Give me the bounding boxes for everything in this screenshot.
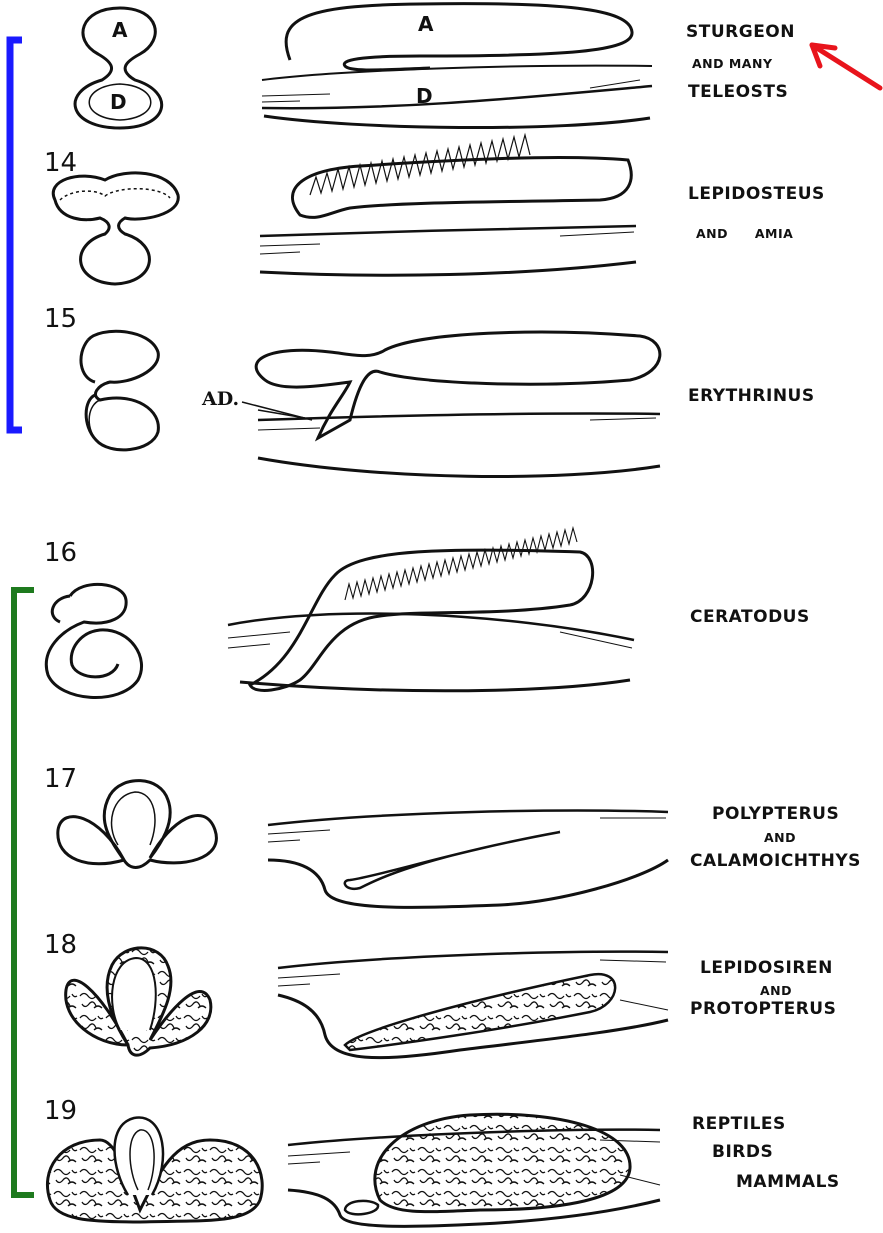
label-d-long: D xyxy=(416,84,433,108)
label-protopterus: PROTOPTERUS xyxy=(690,999,836,1019)
cross-section-ceratodus xyxy=(46,584,141,697)
label-polypterus: POLYPTERUS xyxy=(712,804,839,824)
label-ad: AD. xyxy=(202,388,239,410)
cross-section-lepidosteus xyxy=(53,173,178,284)
figure-number-15: 15 xyxy=(44,304,77,334)
label-erythrinus: ERYTHRINUS xyxy=(688,386,815,406)
cross-section-lepidosiren xyxy=(66,948,211,1055)
label-birds: BIRDS xyxy=(712,1142,773,1162)
label-ceratodus: CERATODUS xyxy=(690,607,810,627)
figure-number-17: 17 xyxy=(44,764,77,794)
label-and-amia: AND AMIA xyxy=(696,226,793,241)
longitudinal-ceratodus xyxy=(228,528,634,691)
cross-section-erythrinus xyxy=(81,331,158,450)
label-lepidosteus: LEPIDOSTEUS xyxy=(688,184,825,204)
label-and-polypterus: AND xyxy=(764,830,796,845)
longitudinal-lepidosiren xyxy=(278,952,668,1058)
label-and-many: AND MANY xyxy=(692,56,773,71)
figure-number-14: 14 xyxy=(44,148,77,178)
figure-number-18: 18 xyxy=(44,930,77,960)
label-teleosts: TELEOSTS xyxy=(688,82,788,102)
figure-number-16: 16 xyxy=(44,538,77,568)
green-bracket xyxy=(14,590,34,1195)
figure-number-19: 19 xyxy=(44,1096,77,1126)
blue-bracket xyxy=(10,40,22,430)
longitudinal-mammal xyxy=(288,1114,660,1226)
label-d-cross: D xyxy=(110,90,127,114)
label-mammals: MAMMALS xyxy=(736,1172,840,1192)
cross-section-polypterus xyxy=(58,781,217,868)
label-calamoichthys: CALAMOICHTHYS xyxy=(690,851,861,871)
red-arrow xyxy=(812,45,880,88)
longitudinal-erythrinus xyxy=(256,332,660,476)
label-and-lepidosiren: AND xyxy=(760,983,792,998)
longitudinal-sturgeon xyxy=(262,4,652,128)
longitudinal-polypterus xyxy=(268,811,668,908)
label-reptiles: REPTILES xyxy=(692,1114,786,1134)
label-a-cross: A xyxy=(112,18,127,42)
label-sturgeon: STURGEON xyxy=(686,22,795,42)
label-a-long: A xyxy=(418,12,433,36)
cross-section-mammal xyxy=(47,1117,262,1222)
longitudinal-lepidosteus xyxy=(260,135,636,275)
label-lepidosiren: LEPIDOSIREN xyxy=(700,958,833,978)
ad-pointer-line xyxy=(242,402,312,420)
